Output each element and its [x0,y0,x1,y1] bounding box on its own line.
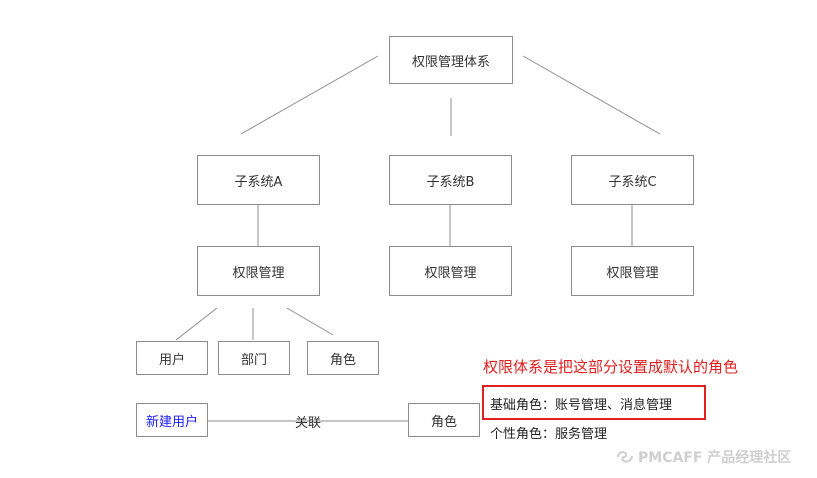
department-node: 部门 [218,341,290,375]
subsystem-a-node: 子系统A [197,155,320,205]
pmcaff-logo-icon [617,451,633,463]
user-node: 用户 [136,341,208,375]
role-node: 角色 [307,341,379,375]
module-node-b: 权限管理 [389,246,512,296]
subsystem-c-node: 子系统C [571,155,694,205]
edge-root-to-subsystem-c [522,55,661,135]
subsystem-b-node: 子系统B [389,155,512,205]
edge-root-to-subsystem-a [240,55,379,135]
role-target-node: 角色 [408,403,480,437]
watermark-text: PMCAFF 产品经理社区 [638,450,792,466]
module-node-a: 权限管理 [197,246,320,296]
edge-module-to-user [175,307,218,341]
basic-roles-highlight-box [482,385,706,420]
pmcaff-watermark: PMCAFF 产品经理社区 [616,447,791,467]
module-node-c: 权限管理 [571,246,694,296]
default-role-note-title: 权限体系是把这部分设置成默认的角色 [483,358,739,376]
basic-roles-note: 基础角色：账号管理、消息管理 [490,398,673,413]
new-user-node: 新建用户 [136,403,208,437]
edge-module-to-role [286,307,334,336]
relation-label: 关联 [295,416,322,431]
personal-roles-note: 个性角色：服务管理 [490,427,608,442]
root-node: 权限管理体系 [389,36,513,84]
